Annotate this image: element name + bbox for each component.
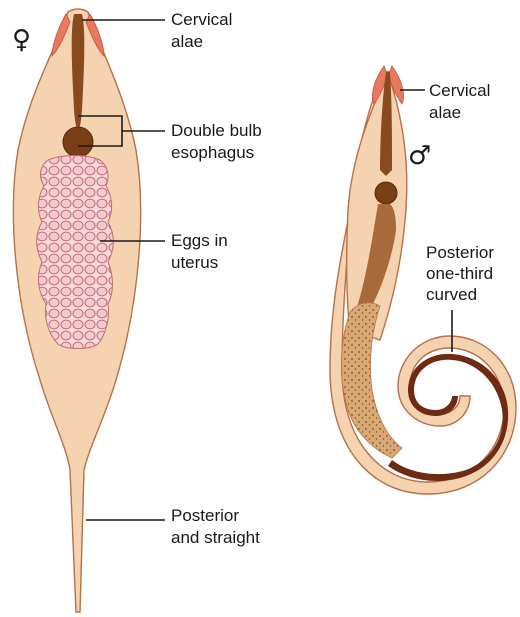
label-male-alae-line1: Cervical — [429, 81, 490, 100]
label-female-alae-line2: alae — [171, 32, 203, 51]
male-symbol: ♂ — [408, 141, 431, 171]
label-eggs-line2: uterus — [171, 253, 218, 272]
female-symbol: ♀ — [12, 25, 31, 55]
label-posterior-line2: and straight — [171, 528, 260, 547]
male-labels: Cervical alae Posterior one-third curved — [400, 81, 499, 352]
label-male-posterior-line2: one-third — [426, 264, 493, 283]
female-double-bulb — [63, 127, 93, 157]
female-worm: ♀ — [12, 9, 141, 612]
label-female-posterior: Posterior and straight — [171, 506, 260, 547]
female-uterus-eggs — [37, 156, 114, 349]
label-eggs-line1: Eggs in — [171, 231, 228, 250]
label-posterior-line1: Posterior — [171, 506, 239, 525]
label-female-eggs: Eggs in uterus — [171, 231, 232, 272]
label-female-cervical-alae: Cervical alae — [171, 10, 237, 51]
label-bulb-line1: Double bulb — [171, 121, 262, 140]
label-male-posterior-line3: curved — [426, 285, 477, 304]
male-double-bulb — [375, 182, 397, 204]
label-male-posterior-line1: Posterior — [426, 243, 494, 262]
label-female-alae-line1: Cervical — [171, 10, 232, 29]
label-male-cervical-alae: Cervical alae — [429, 81, 495, 122]
label-female-double-bulb: Double bulb esophagus — [171, 121, 266, 162]
male-upper-body — [347, 72, 407, 340]
label-male-alae-line2: alae — [429, 103, 461, 122]
label-bulb-line2: esophagus — [171, 143, 254, 162]
label-male-posterior: Posterior one-third curved — [426, 243, 499, 304]
